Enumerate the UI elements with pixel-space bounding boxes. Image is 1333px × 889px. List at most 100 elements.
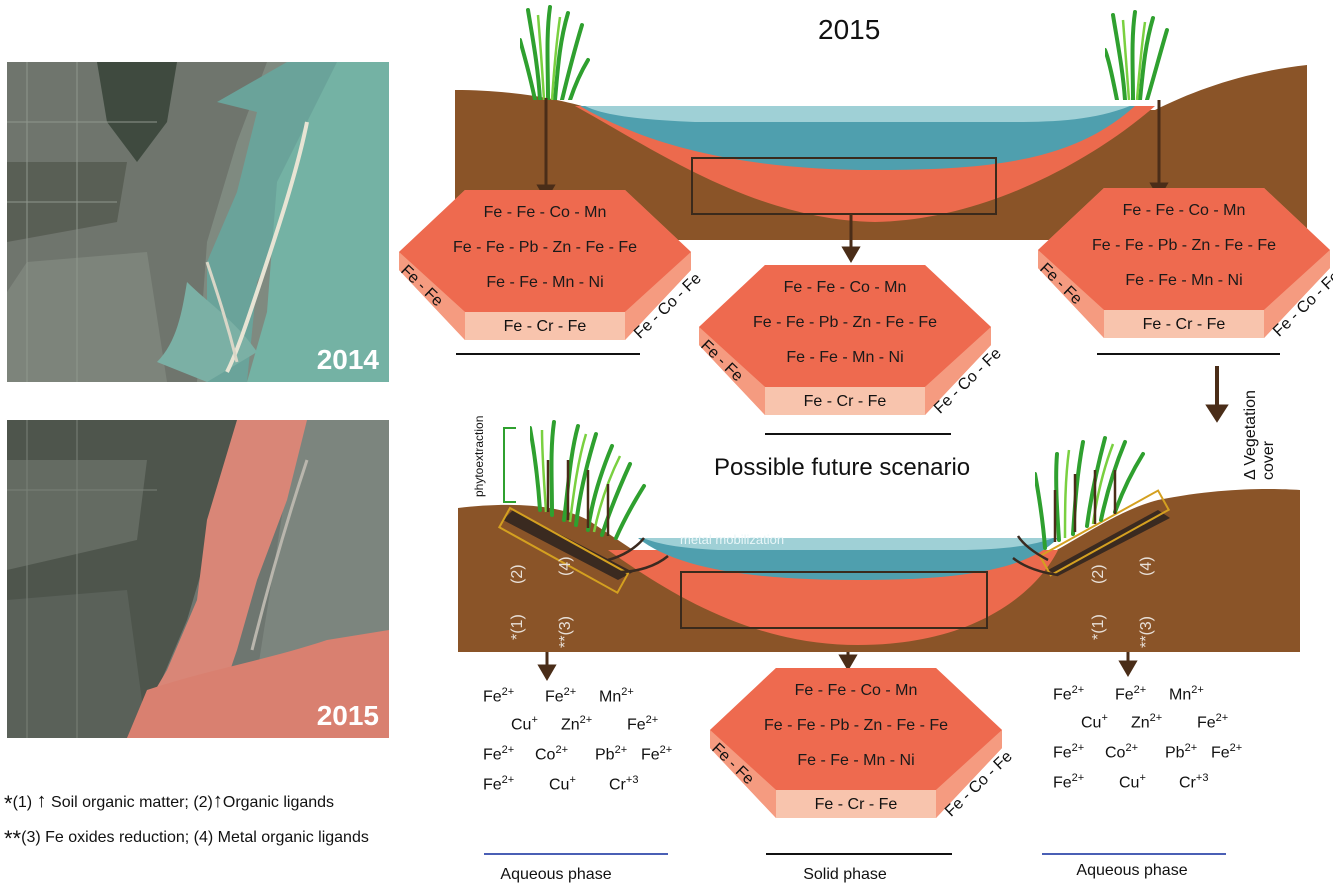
- ion-charge: 2+: [501, 744, 515, 756]
- ion-charge: 2+: [563, 686, 577, 698]
- top-left-vegetation-icon: [520, 5, 590, 100]
- ion-element: Zn: [561, 716, 580, 734]
- ion-label: Co2+: [535, 744, 568, 764]
- ion-label: Fe2+: [641, 744, 672, 764]
- ion-charge: +: [1139, 772, 1146, 784]
- ion-charge: 2+: [621, 686, 634, 698]
- up-arrow-icon: ↑: [212, 790, 223, 812]
- hexagon-bottom-center: Fe - Fe - Co - Mn Fe - Fe - Pb - Zn - Fe…: [706, 668, 1016, 820]
- hexagon-row-2: Fe - Fe - Pb - Zn - Fe - Fe: [452, 239, 638, 256]
- ion-charge: +3: [625, 774, 639, 786]
- ion-charge: 2+: [1133, 684, 1147, 696]
- ion-element: Fe: [627, 716, 646, 734]
- ion-element: Fe: [483, 688, 502, 706]
- hexagon-row-1: Fe - Fe - Co - Mn: [783, 279, 907, 296]
- ion-label: Fe2+: [545, 686, 576, 706]
- hexagon-row-3: Fe - Fe - Mn - Ni: [1125, 272, 1243, 289]
- ion-charge: 2+: [1191, 684, 1204, 696]
- left-mobilization-arrow-2: [617, 555, 669, 574]
- ion-label: Zn2+: [561, 714, 592, 734]
- ion-element: Mn: [1169, 686, 1192, 704]
- ion-label: Co2+: [1105, 742, 1138, 762]
- bottom-water-surface: [643, 538, 1053, 550]
- ion-charge: 2+: [645, 714, 659, 726]
- ion-label: Pb2+: [595, 744, 627, 764]
- hexagon-row-3: Fe - Fe - Mn - Ni: [797, 752, 915, 769]
- hexagon-shape: [399, 190, 691, 340]
- ion-element: Cu: [549, 776, 570, 794]
- hexagon-bottom-label: Fe - Cr - Fe: [503, 318, 587, 335]
- hexagon-shape: [1038, 188, 1330, 338]
- ion-label: Fe2+: [1053, 684, 1084, 704]
- right-mobilization-arrow-2: [1012, 557, 1059, 577]
- ion-label: Cu+: [1081, 712, 1108, 732]
- ion-element: Fe: [1053, 774, 1072, 792]
- ion-label: Cu+: [511, 714, 538, 734]
- process-label-1-left: *(1): [509, 614, 526, 640]
- legend-double-star: **: [4, 826, 22, 851]
- satellite-image-2014: [7, 62, 389, 382]
- ion-element: Fe: [641, 746, 660, 764]
- hexagon-shape: [699, 265, 991, 415]
- legend-item-2: Soil organic matter; (2): [51, 794, 213, 811]
- ion-label: Mn2+: [1169, 684, 1204, 704]
- bottom-landscape: [458, 489, 1300, 652]
- hexagon-row-3: Fe - Fe - Mn - Ni: [486, 274, 604, 291]
- hexagon-row-3: Fe - Fe - Mn - Ni: [786, 349, 904, 366]
- process-label-3-left: **(3): [557, 615, 574, 648]
- solid-phase-label: Solid phase: [803, 866, 887, 883]
- metal-mobilization-label: metal mobilization: [680, 532, 785, 547]
- ion-label: Fe2+: [1053, 742, 1084, 762]
- aqueous-ions-left: Fe2+Fe2+Mn2+Cu+Zn2+Fe2+Fe2+Co2+Pb2+Fe2+F…: [483, 686, 683, 796]
- legend-item-1: (1): [12, 794, 33, 811]
- ion-charge: +3: [1195, 772, 1209, 784]
- ion-element: Co: [535, 746, 556, 764]
- separator-line-top-center: [765, 433, 951, 435]
- ion-element: Fe: [483, 746, 502, 764]
- ion-label: Fe2+: [1211, 742, 1242, 762]
- ion-charge: 2+: [501, 774, 515, 786]
- left-root-zone-box: [497, 506, 630, 595]
- bottom-right-vegetation-icon: [1035, 436, 1145, 550]
- ion-element: Fe: [545, 688, 564, 706]
- vegetation-change-label: Δ Vegetation cover: [1242, 390, 1277, 480]
- legend-star: *: [4, 791, 13, 816]
- legend-item-3: Organic ligands: [222, 794, 335, 811]
- right-mobilization-arrow-1: [1016, 535, 1049, 562]
- process-label-1-right: *(1): [1090, 614, 1107, 640]
- ion-label: Fe2+: [483, 774, 514, 794]
- legend-item-4: (3) Fe oxides reduction; (4) Metal organ…: [21, 829, 369, 846]
- ion-charge: 2+: [579, 714, 593, 726]
- right-root-zone-box: [1038, 489, 1171, 577]
- top-sample-box: [691, 157, 997, 215]
- ion-label: Fe2+: [483, 744, 514, 764]
- ion-label: Cu+: [549, 774, 576, 794]
- hexagon-row-1: Fe - Fe - Co - Mn: [483, 204, 607, 221]
- hexagon-row-1: Fe - Fe - Co - Mn: [1122, 202, 1246, 219]
- hexagon-top-left: Fe - Fe - Co - Mn Fe - Fe - Pb - Zn - Fe…: [395, 190, 705, 342]
- ion-element: Pb: [1165, 744, 1185, 762]
- ion-charge: 2+: [1149, 712, 1163, 724]
- hexagon-bottom-label: Fe - Cr - Fe: [803, 393, 887, 410]
- separator-line-top-left: [456, 353, 640, 355]
- separator-line-solid: [766, 853, 952, 855]
- ion-charge: +: [1101, 712, 1108, 724]
- ion-label: Fe2+: [483, 686, 514, 706]
- ion-charge: 2+: [1184, 742, 1198, 754]
- ion-label: Mn2+: [599, 686, 634, 706]
- photo-year-2014: 2014: [316, 344, 379, 375]
- left-rhizosphere: [503, 510, 633, 580]
- ion-element: Cu: [1119, 774, 1140, 792]
- ion-charge: 2+: [659, 744, 673, 756]
- ion-label: Cu+: [1119, 772, 1146, 792]
- ion-label: Zn2+: [1131, 712, 1162, 732]
- ion-label: Cr+3: [1179, 772, 1208, 792]
- top-scenario-title: 2015: [818, 14, 881, 45]
- ion-element: Cr: [1179, 774, 1196, 792]
- ion-element: Fe: [1053, 744, 1072, 762]
- ion-label: Fe2+: [627, 714, 658, 734]
- ion-charge: 2+: [1125, 742, 1138, 754]
- process-label-2-right: (2): [1090, 564, 1107, 584]
- legend-line-2: **(3) Fe oxides reduction; (4) Metal org…: [4, 826, 369, 852]
- ion-element: Pb: [595, 746, 615, 764]
